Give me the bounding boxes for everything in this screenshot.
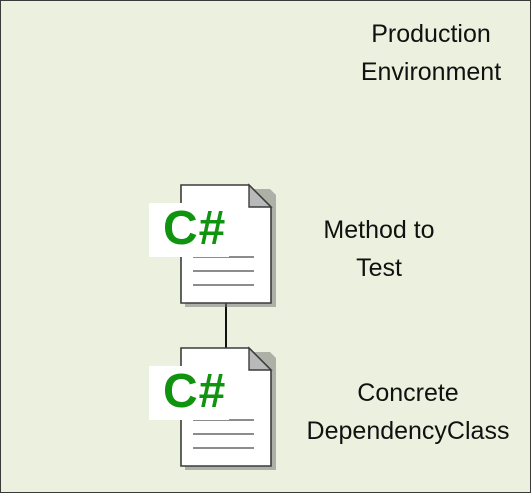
csharp-label: C# (163, 202, 227, 255)
environment-title: Production Environment (331, 15, 531, 91)
csharp-file-icon: C# (149, 346, 281, 474)
csharp-file-icon: C# (149, 183, 281, 311)
component-label-line1: Concrete (357, 379, 459, 407)
dependency-connector-line (225, 301, 227, 353)
csharp-badge (149, 203, 229, 257)
environment-title-line1: Production (371, 20, 491, 48)
csharp-label: C# (163, 365, 227, 418)
component-label-line1: Method to (323, 216, 435, 244)
csharp-badge (149, 366, 229, 420)
component-label-concrete-dependency-class: Concrete DependencyClass (289, 374, 527, 450)
component-label-line2: Test (356, 254, 402, 282)
component-label-method-to-test: Method to Test (299, 211, 459, 287)
component-label-line2: DependencyClass (306, 417, 510, 445)
environment-title-line2: Environment (360, 58, 502, 86)
